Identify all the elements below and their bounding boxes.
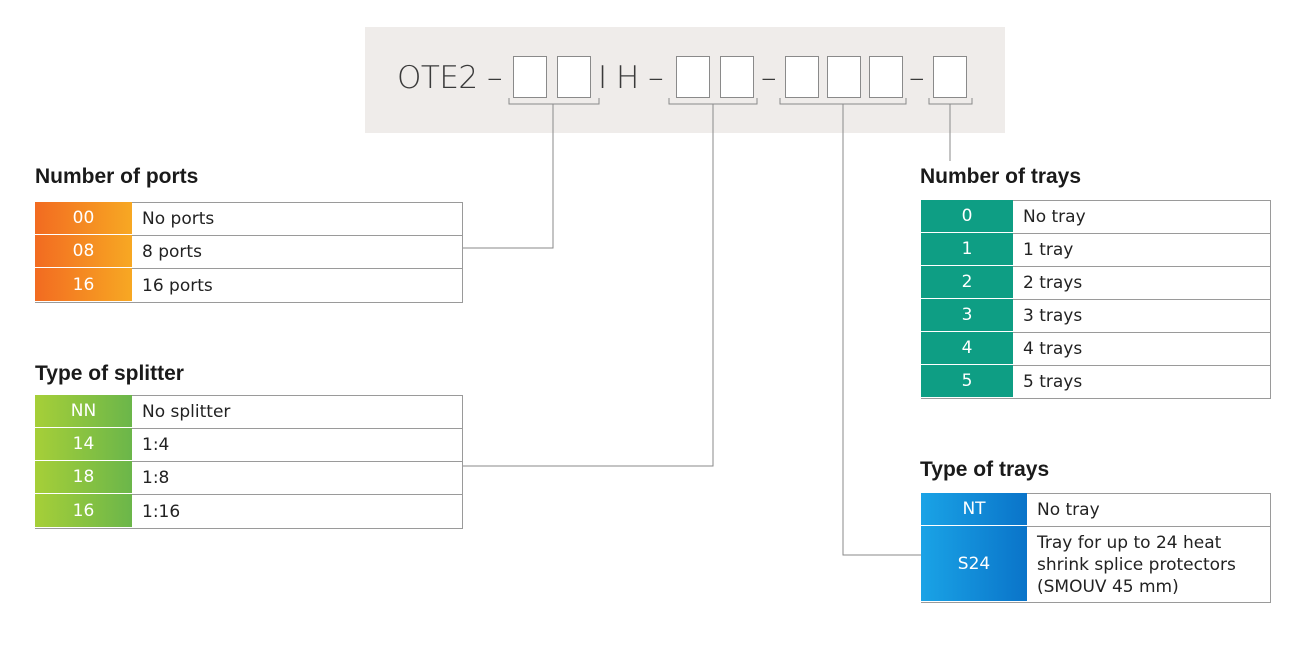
tray-type-description: Tray for up to 24 heat shrink splice pro…: [1027, 526, 1271, 602]
bracket-ports: [508, 98, 600, 105]
trays-description: No tray: [1013, 200, 1271, 233]
trays-description: 2 trays: [1013, 266, 1271, 299]
tray-type-description: No tray: [1027, 493, 1271, 526]
trays-description: 3 trays: [1013, 299, 1271, 332]
splitter-code: 16: [35, 494, 132, 528]
code-box-splitter-2: [720, 56, 754, 98]
trays-code: 4: [921, 332, 1013, 365]
code-dash-3: –: [909, 60, 925, 96]
bracket-tray-type: [779, 98, 907, 105]
trays-title: Number of trays: [920, 165, 1082, 188]
bracket-trays: [928, 98, 973, 105]
tray-type-code: NT: [921, 493, 1027, 526]
splitter-description: 1:4: [132, 428, 463, 461]
ports-title: Number of ports: [35, 165, 199, 188]
trays-description: 5 trays: [1013, 365, 1271, 398]
code-dash-2: –: [761, 60, 777, 96]
connector-splitter: [463, 104, 714, 467]
code-box-port-1: [513, 56, 547, 98]
trays-code: 1: [921, 233, 1013, 266]
code-box-splitter-1: [676, 56, 710, 98]
splitter-code: 14: [35, 428, 132, 461]
code-box-traytype-2: [827, 56, 861, 98]
ports-code: 08: [35, 235, 132, 268]
ports-description: 16 ports: [132, 268, 463, 302]
bracket-splitter: [668, 98, 758, 105]
trays-code: 0: [921, 200, 1013, 233]
trays-description: 4 trays: [1013, 332, 1271, 365]
code-box-port-2: [557, 56, 591, 98]
splitter-description: 1:8: [132, 461, 463, 494]
ports-code: 16: [35, 268, 132, 302]
code-mid: I H –: [598, 60, 664, 96]
splitter-title: Type of splitter: [35, 362, 184, 385]
connector-tray-type: [842, 104, 921, 556]
code-box-traytype-1: [785, 56, 819, 98]
trays-code: 3: [921, 299, 1013, 332]
ports-code: 00: [35, 202, 132, 235]
ports-description: 8 ports: [132, 235, 463, 268]
trays-code: 5: [921, 365, 1013, 398]
code-box-trays-1: [933, 56, 967, 98]
code-prefix: OTE2 –: [397, 60, 503, 96]
connector-ports: [463, 104, 554, 249]
code-box-traytype-3: [869, 56, 903, 98]
splitter-description: No splitter: [132, 395, 463, 428]
splitter-code: 18: [35, 461, 132, 494]
trays-code: 2: [921, 266, 1013, 299]
splitter-description: 1:16: [132, 494, 463, 528]
ports-description: No ports: [132, 202, 463, 235]
tray-type-code: S24: [921, 526, 1027, 602]
splitter-code: NN: [35, 395, 132, 428]
tray-type-title: Type of trays: [920, 458, 1050, 481]
trays-description: 1 tray: [1013, 233, 1271, 266]
